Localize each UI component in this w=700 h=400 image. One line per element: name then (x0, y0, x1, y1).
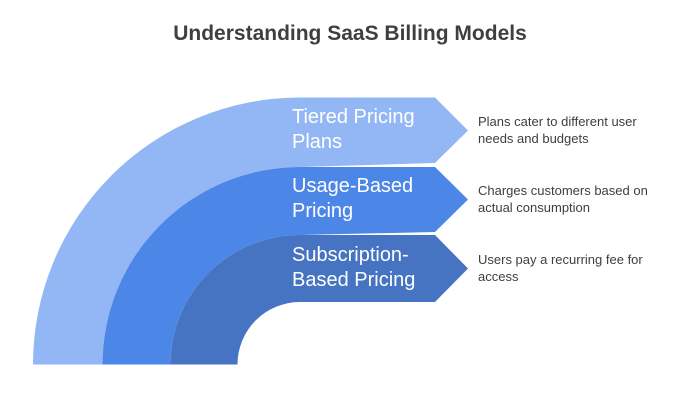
band-description-subscription-pricing: Users pay a recurring fee for access (478, 252, 643, 284)
arrow-band-subscription-pricing (170, 235, 468, 365)
band-description-tiered-pricing: Plans cater to different user needs and … (478, 114, 637, 146)
arrow-band-usage-based-pricing (102, 167, 468, 365)
band-label-subscription-pricing: Subscription-Based Pricing (292, 244, 416, 291)
page-title: Understanding SaaS Billing Models (173, 22, 527, 45)
band-description-usage-based-pricing: Charges customers based on actual consum… (478, 183, 648, 215)
arrow-band-tiered-pricing (33, 97, 468, 365)
band-label-tiered-pricing: Tiered Pricing Plans (292, 106, 415, 153)
band-label-usage-based-pricing: Usage-Based Pricing (292, 175, 414, 222)
